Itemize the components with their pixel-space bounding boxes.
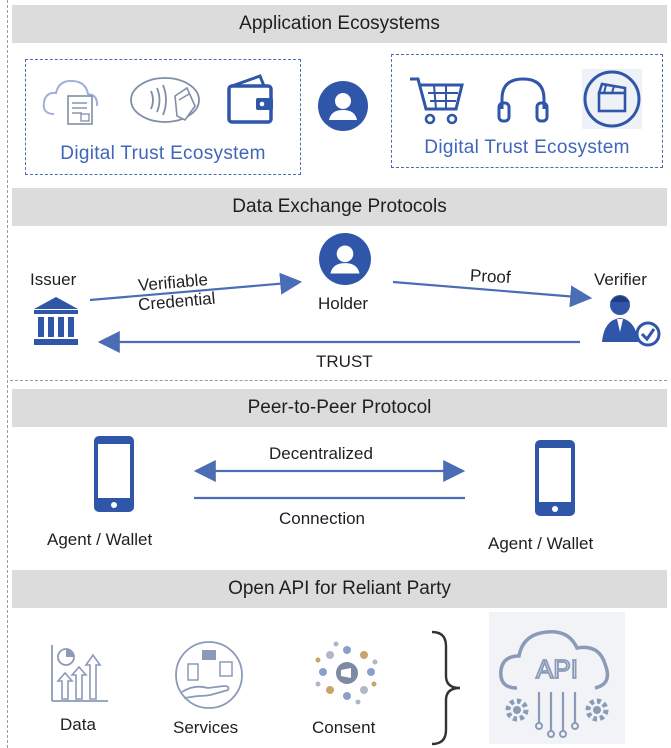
consent-network-icon [315, 641, 378, 705]
wallet-icon [227, 74, 273, 124]
data-chart-icon [51, 645, 108, 702]
api-logo-text: API [536, 654, 578, 684]
services-label: Services [173, 718, 239, 737]
issuer-label: Issuer [30, 270, 77, 289]
data-label: Data [60, 715, 96, 734]
holder-user-icon [319, 233, 371, 285]
decentralized-label: Decentralized [269, 444, 373, 463]
ecosystem-label-left: Digital Trust Ecosystem [60, 143, 266, 164]
phone-icon-left [94, 436, 134, 512]
api-cloud-icon: API [489, 612, 625, 744]
left-dashed-guide [7, 0, 8, 748]
holder-label: Holder [318, 294, 369, 313]
user-circle-icon [318, 81, 368, 131]
section-header-p2p: Peer-to-Peer Protocol [12, 389, 667, 427]
movie-clapper-icon [582, 69, 642, 129]
agent-wallet-label-left: Agent / Wallet [47, 530, 153, 549]
bank-icon [34, 297, 78, 345]
ecosystem-label-right: Digital Trust Ecosystem [424, 137, 630, 158]
ecosystem-box-right: Digital Trust Ecosystem [391, 54, 663, 168]
connection-label: Connection [279, 509, 366, 528]
right-brace [431, 630, 461, 746]
section-header-api: Open API for Reliant Party [12, 570, 667, 608]
verifier-label: Verifier [594, 270, 647, 289]
shopping-cart-icon [410, 77, 464, 125]
cloud-document-icon [42, 79, 99, 125]
trust-label: TRUST [316, 352, 373, 371]
ecosystem-box-left: Digital Trust Ecosystem [25, 59, 301, 175]
section-header-data-exchange: Data Exchange Protocols [12, 188, 667, 226]
phone-icon-right [535, 440, 575, 516]
headphones-icon [497, 77, 549, 123]
section-header-app: Application Ecosystems [12, 5, 667, 43]
services-hand-icon [175, 641, 243, 709]
consent-label: Consent [312, 718, 376, 737]
contactless-pay-icon [130, 77, 200, 123]
section-divider [10, 380, 667, 381]
agent-wallet-label-right: Agent / Wallet [488, 534, 594, 553]
verifier-user-icon [602, 295, 661, 347]
